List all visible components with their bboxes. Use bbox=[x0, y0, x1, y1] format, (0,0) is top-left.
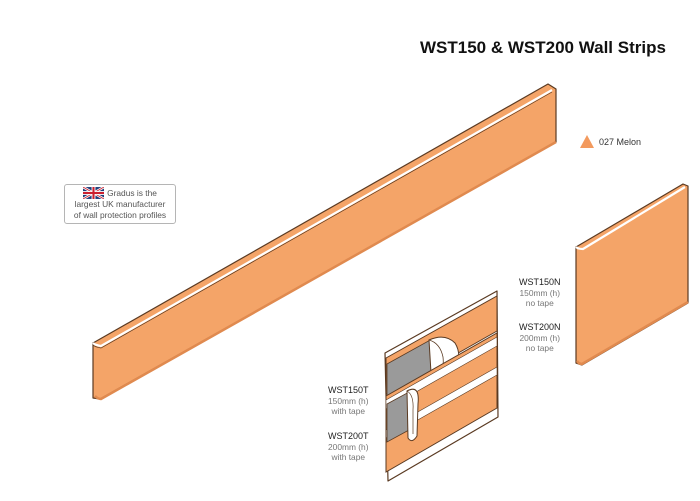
product-note: no tape bbox=[525, 343, 554, 353]
colour-swatch-triangle-icon bbox=[580, 135, 594, 148]
product-code: WST150T bbox=[328, 385, 369, 395]
label-wst150t: WST150T 150mm (h) with tape bbox=[328, 385, 369, 417]
product-size: 150mm (h) bbox=[519, 287, 561, 298]
info-line-3: of wall protection profiles bbox=[73, 209, 167, 220]
label-wst200t: WST200T 200mm (h) with tape bbox=[328, 431, 369, 463]
short-wall-strip bbox=[575, 183, 689, 366]
manufacturer-info-box: Gradus is the largest UK manufacturer of… bbox=[64, 184, 176, 224]
info-line-1: Gradus is the bbox=[107, 187, 157, 198]
product-size: 200mm (h) bbox=[519, 332, 561, 343]
page-title: WST150 & WST200 Wall Strips bbox=[420, 38, 666, 57]
info-line-2: largest UK manufacturer bbox=[74, 199, 166, 209]
product-size: 150mm (h) bbox=[328, 395, 369, 406]
product-note: no tape bbox=[525, 298, 554, 308]
product-code: WST200N bbox=[519, 322, 561, 332]
product-code: WST150N bbox=[519, 277, 561, 287]
product-size: 200mm (h) bbox=[328, 441, 369, 452]
product-note: with tape bbox=[331, 452, 366, 462]
long-wall-strip bbox=[92, 83, 557, 401]
colour-key: 027 Melon bbox=[580, 135, 641, 148]
product-code: WST200T bbox=[328, 431, 369, 441]
uk-flag-icon bbox=[83, 187, 105, 199]
product-note: with tape bbox=[331, 406, 366, 416]
taped-strip-detail bbox=[384, 290, 499, 482]
colour-label: 027 Melon bbox=[599, 136, 642, 147]
label-wst200n: WST200N 200mm (h) no tape bbox=[519, 322, 561, 354]
label-wst150n: WST150N 150mm (h) no tape bbox=[519, 277, 561, 309]
